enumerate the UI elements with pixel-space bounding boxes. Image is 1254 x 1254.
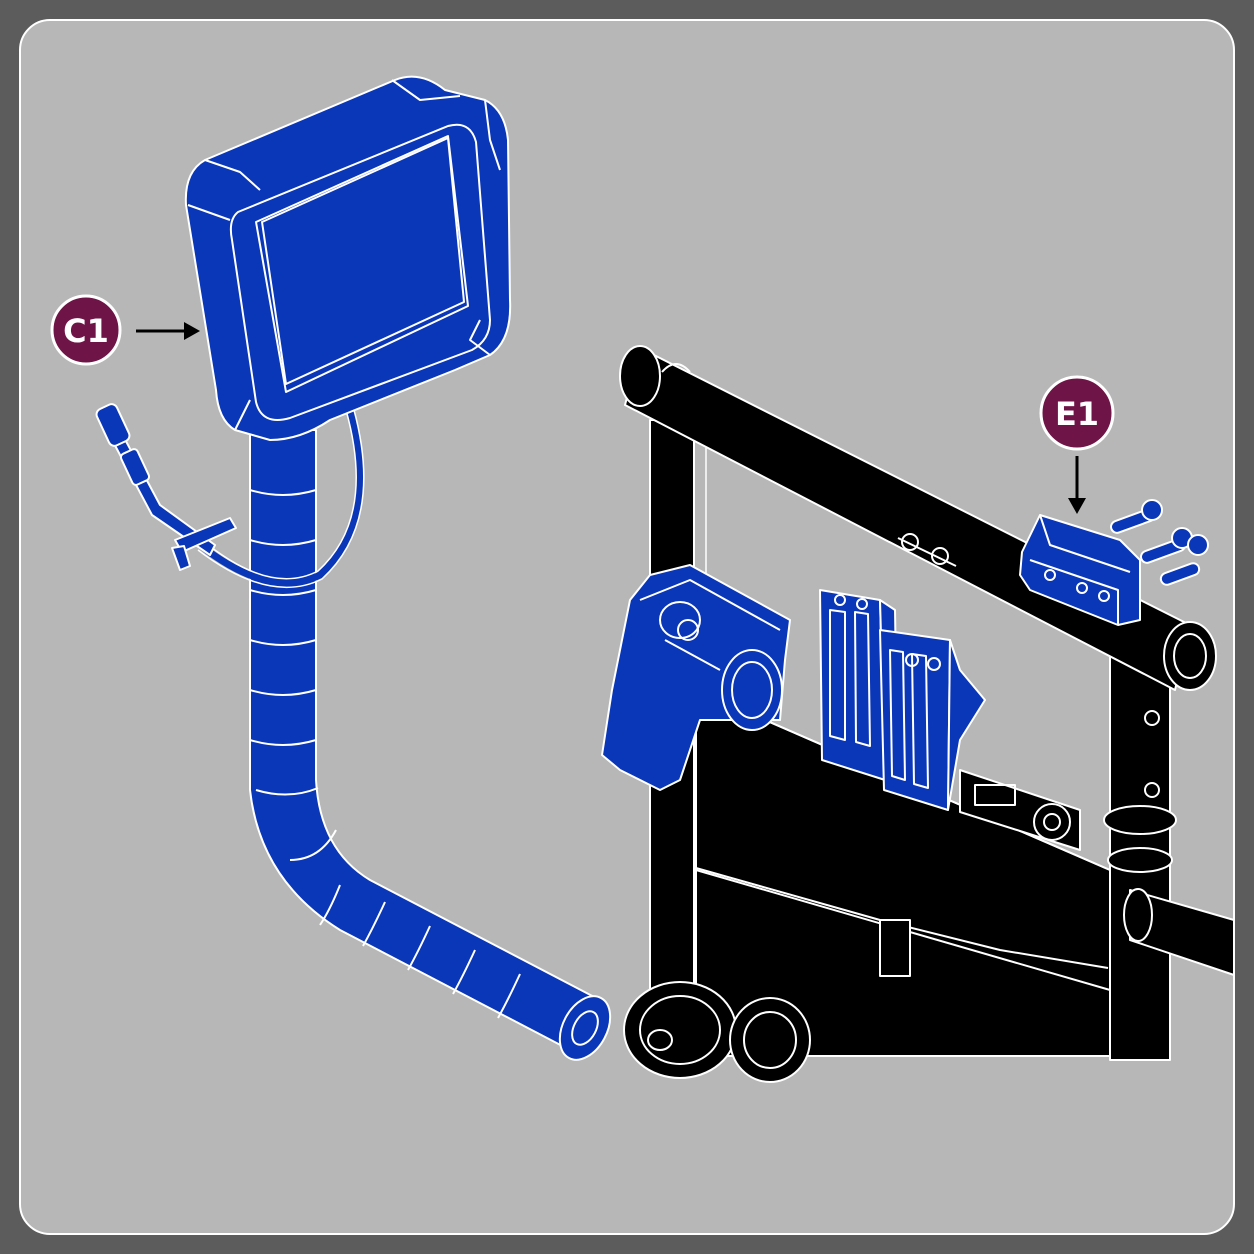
cart-frame bbox=[619, 345, 1235, 1083]
battery-pack-modules bbox=[819, 589, 986, 811]
monitor-cable bbox=[197, 409, 364, 587]
monitor bbox=[184, 75, 512, 441]
callout-label: C1 bbox=[63, 312, 109, 350]
monitor-cable-outline bbox=[197, 409, 365, 589]
wheels bbox=[623, 981, 811, 1083]
top-rail bbox=[619, 345, 1217, 691]
callout-badge bbox=[1039, 375, 1115, 451]
callout-c1: C1 bbox=[50, 294, 200, 366]
leader-arrowhead bbox=[1068, 498, 1086, 514]
rail-mounting-clamp bbox=[1019, 499, 1209, 626]
gooseneck-arm bbox=[249, 429, 612, 1061]
handle-bracket bbox=[601, 564, 791, 791]
callout-label: E1 bbox=[1055, 395, 1099, 433]
box-latch bbox=[959, 769, 1081, 851]
side-rail bbox=[1123, 888, 1235, 976]
callout-badge bbox=[50, 294, 122, 366]
callout-e1: E1 bbox=[1039, 375, 1115, 514]
leader-arrowhead bbox=[184, 322, 200, 340]
camera-probe-cable bbox=[95, 403, 237, 571]
